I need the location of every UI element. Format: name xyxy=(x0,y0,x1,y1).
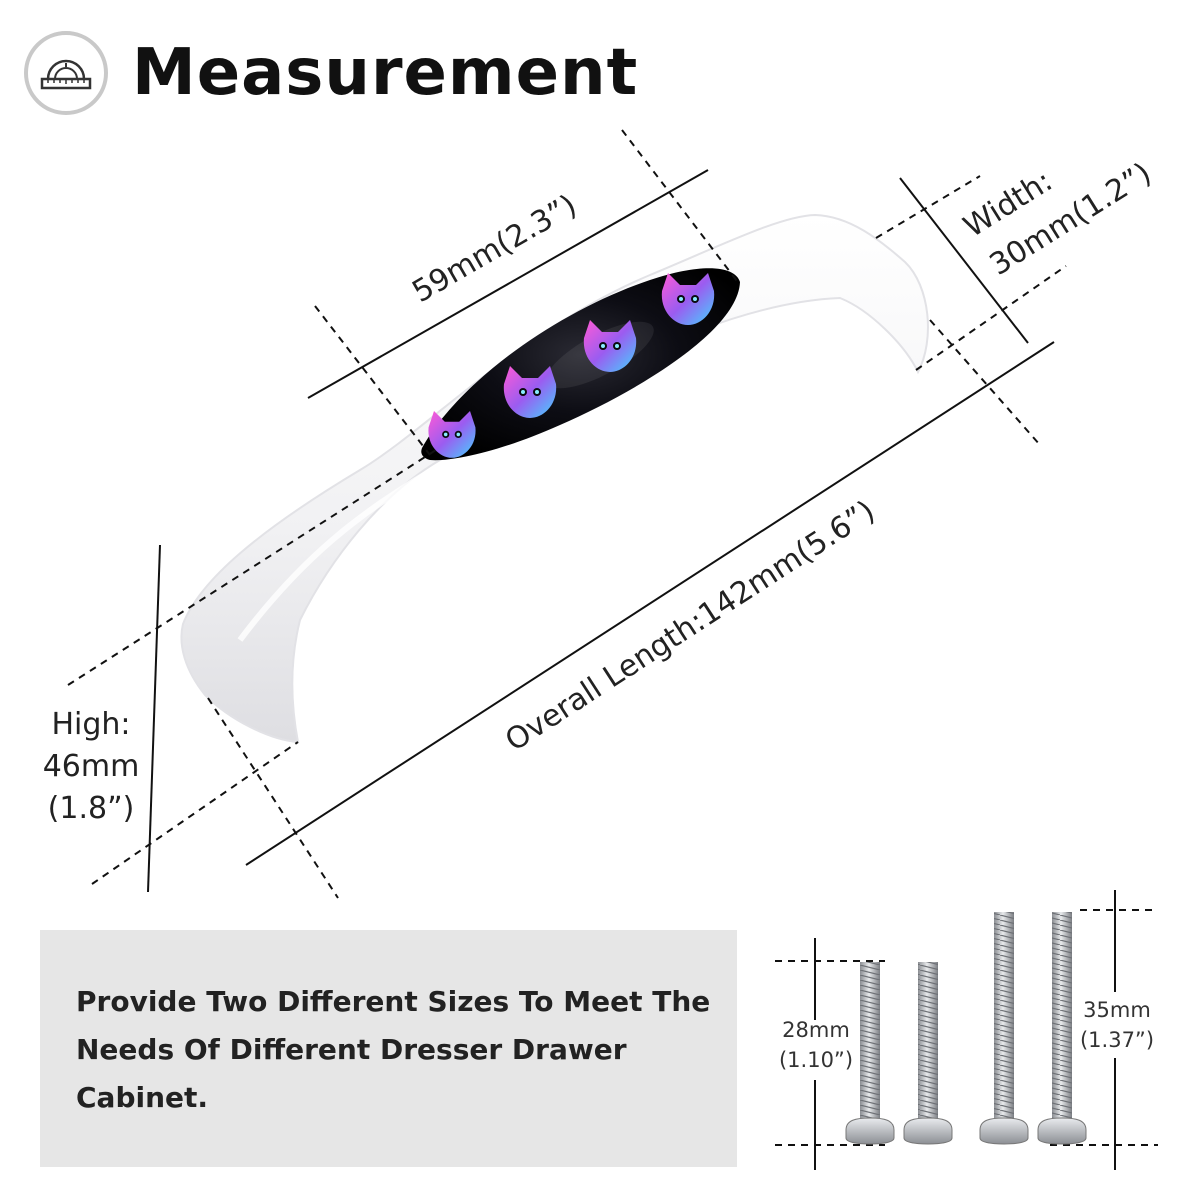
page-title: Measurement xyxy=(132,36,639,110)
height-mm: 46mm xyxy=(42,749,140,784)
ruler-protractor-icon xyxy=(24,31,108,115)
cat-face-icon xyxy=(661,273,715,325)
handle-diagram: 59mm(2.3”) Width: 30mm(1.2”) Overall Len… xyxy=(67,129,1158,899)
dimension-lines xyxy=(67,129,1067,899)
long-screw xyxy=(979,912,1029,1145)
cat-face-icon xyxy=(428,411,476,458)
cat-face-icon xyxy=(503,366,557,418)
long-screw-inches: (1.37”) xyxy=(1080,1028,1154,1052)
cabinet-handle xyxy=(180,213,929,744)
long-screw xyxy=(1037,912,1087,1145)
screw-guides xyxy=(775,909,1158,1146)
cat-face-icon xyxy=(583,320,637,372)
header: Measurement xyxy=(24,28,638,118)
screws-diagram: 28mm (1.10”) 35mm (1.37”) xyxy=(775,890,1158,1170)
info-text: Provide Two Different Sizes To Meet The … xyxy=(76,985,711,1114)
height-inches: (1.8”) xyxy=(47,791,135,826)
short-screw-inches: (1.10”) xyxy=(779,1048,853,1072)
height-label: High: 46mm (1.8”) xyxy=(36,704,146,830)
short-screw-mm: 28mm xyxy=(782,1018,850,1042)
long-screw-mm: 35mm xyxy=(1083,998,1151,1022)
short-screw xyxy=(903,962,953,1145)
info-box: Provide Two Different Sizes To Meet The … xyxy=(40,930,737,1167)
height-title: High: xyxy=(51,707,131,742)
overall-length-label: Overall Length:142mm(5.6”) xyxy=(499,494,881,759)
short-screw xyxy=(845,962,895,1145)
